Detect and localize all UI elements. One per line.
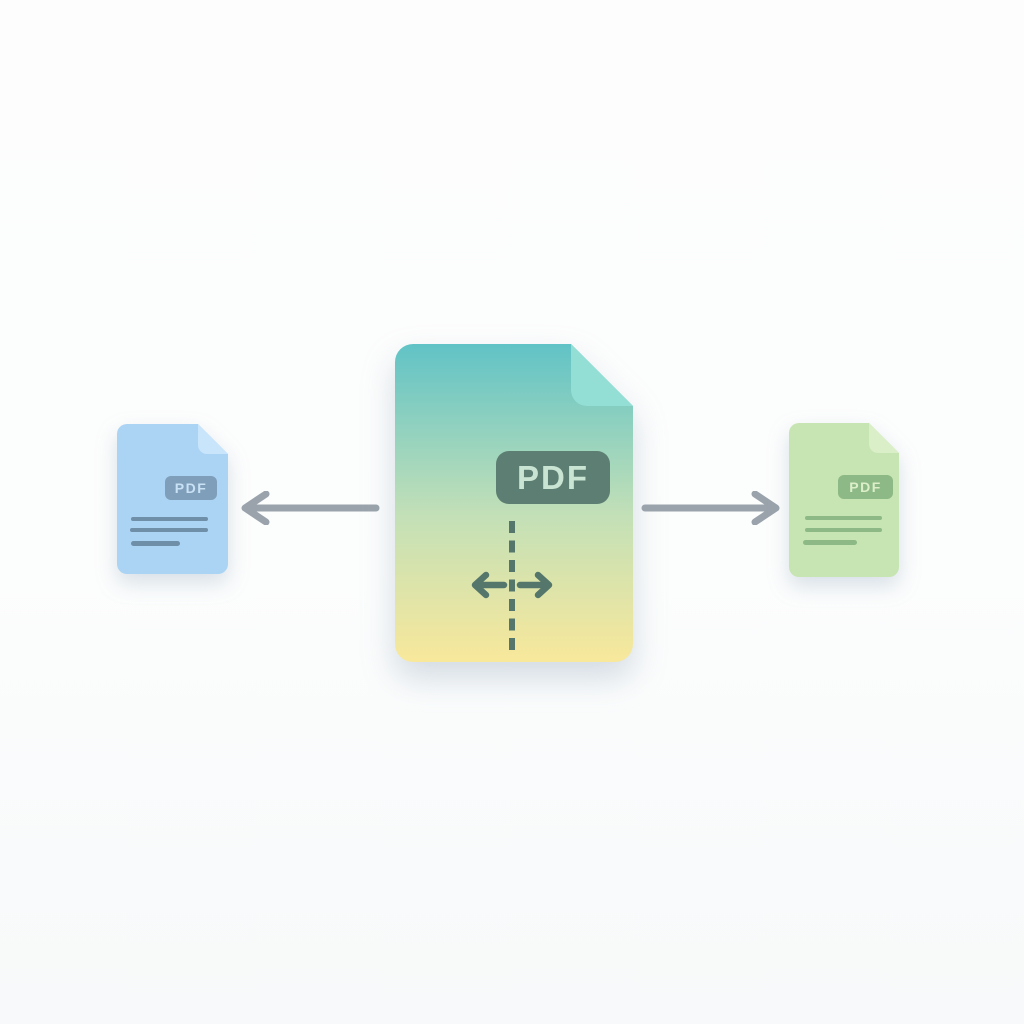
output-document-left: PDF	[117, 424, 228, 574]
pdf-badge: PDF	[838, 475, 893, 499]
output-document-right: PDF	[789, 423, 899, 577]
document-page: PDF	[395, 344, 633, 662]
pdf-badge: PDF	[165, 476, 217, 500]
text-line	[805, 528, 882, 532]
text-line	[131, 517, 208, 521]
document-page: PDF	[117, 424, 228, 574]
pdf-badge: PDF	[496, 451, 610, 504]
source-document-center: PDF	[395, 344, 633, 662]
arrow-right-icon	[641, 491, 780, 525]
text-line	[803, 540, 857, 545]
text-line	[131, 541, 180, 546]
text-line	[130, 528, 208, 532]
split-indicator	[468, 518, 556, 652]
folded-corner-icon	[869, 423, 899, 453]
arrow-left-icon	[241, 491, 380, 525]
text-line	[805, 516, 882, 520]
split-arrows-icon	[475, 575, 549, 595]
folded-corner-icon	[571, 344, 633, 406]
folded-corner-icon	[198, 424, 228, 454]
document-page: PDF	[789, 423, 899, 577]
